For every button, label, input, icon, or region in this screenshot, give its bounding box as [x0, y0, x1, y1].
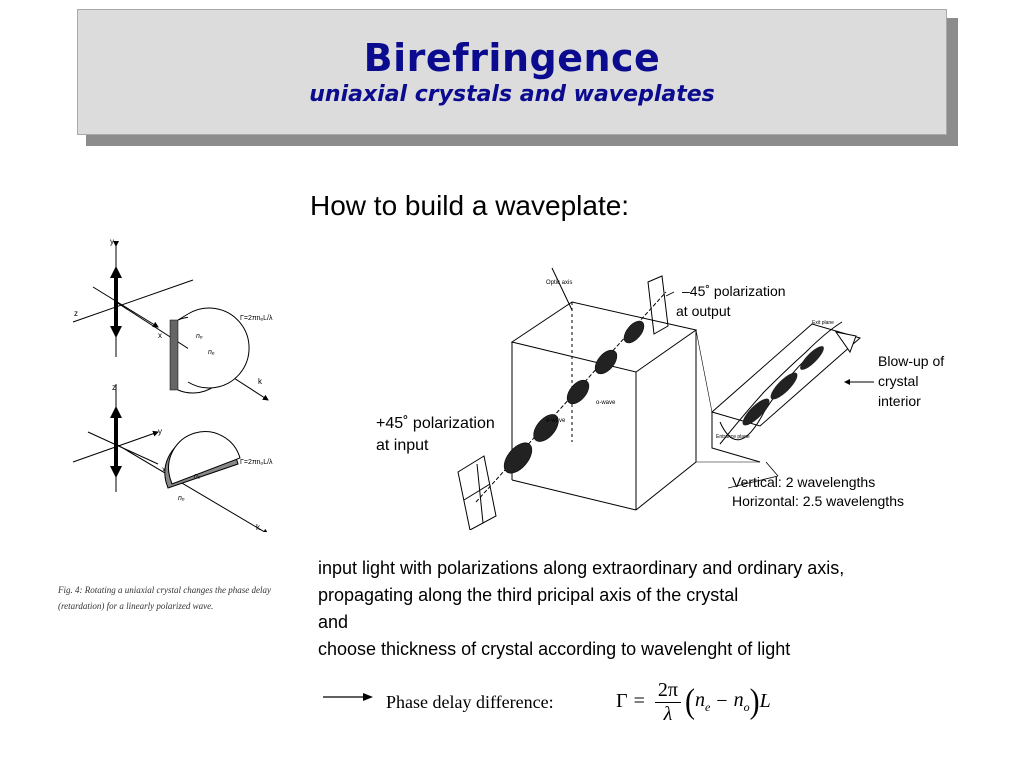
title-box: Birefringence uniaxial crystals and wave… — [77, 9, 947, 135]
body-line-3: and — [318, 612, 349, 632]
body-line-4: choose thickness of crystal according to… — [318, 639, 791, 659]
formula-n-e: ne — [694, 688, 711, 714]
output-polarizer — [647, 275, 669, 335]
formula-bottom: Γ=2πnₒL/λ — [240, 459, 273, 466]
formula-rparen: ) — [749, 681, 760, 720]
blowup-label-line2: crystal — [878, 373, 918, 389]
exit-plane-label: Exit plane — [812, 320, 834, 326]
formula-minus: − — [716, 690, 728, 712]
formula-n-o: no — [733, 688, 750, 714]
crystal-block — [510, 267, 698, 511]
axis-z-label-bottom: z — [112, 383, 116, 392]
figure-caption: Fig. 4: Rotating a uniaxial crystal chan… — [58, 585, 271, 612]
section-heading: How to build a waveplate: — [310, 190, 630, 221]
input-label-line2: at input — [376, 437, 429, 454]
formula-denominator: λ — [663, 703, 673, 725]
blowup-label-line1: Blow-up of — [878, 353, 944, 369]
phase-delay-formula: Γ = 2π λ ( ne − no ) L — [616, 678, 771, 725]
entrance-plane-label: Entrance plane — [716, 434, 750, 440]
formula-lparen: ( — [684, 681, 695, 720]
o-wave-label: o-wave — [596, 400, 616, 406]
bottom-diagram: z y x k nₑ nₒ Γ=2πnₒL/λ — [72, 383, 273, 532]
axis-x-label: x — [158, 331, 162, 340]
slide-title: Birefringence — [363, 36, 661, 80]
axis-y-label-bottom: y — [158, 427, 162, 436]
vertical-wavelengths-label: Vertical: 2 wavelengths — [732, 474, 875, 490]
axis-k-label: k — [258, 377, 263, 386]
formula-equals: = — [633, 690, 645, 712]
input-polarizer — [457, 455, 497, 530]
body-line-1: input light with polarizations along ext… — [318, 558, 845, 578]
output-label-line2: at output — [676, 303, 731, 319]
top-diagram: y z x k nₒ nₑ Γ=2πnₑL/λ — [72, 237, 273, 401]
arrow-icon — [323, 693, 373, 701]
blowup-waves — [742, 346, 824, 426]
input-label-line1: +45˚ polarization — [376, 415, 495, 432]
axis-y-label: y — [110, 237, 114, 246]
output-label-line1: –45˚ polarization — [682, 283, 786, 299]
formula-gamma: Γ — [616, 690, 628, 712]
label-no-bottom: nₒ — [178, 495, 185, 502]
blowup-label-line3: interior — [878, 393, 921, 409]
axis-x-label-bottom: x — [162, 465, 166, 474]
optic-axis-label: Optic axis — [546, 280, 572, 286]
formula-numerator: 2π — [654, 678, 681, 703]
axis-z-label: z — [74, 309, 78, 318]
axis-k-label-bottom: k — [256, 523, 261, 532]
wave-pattern — [503, 320, 645, 474]
waveplate-figure: Optic axis e-wave o-wave –45˚ polarizati… — [376, 267, 944, 530]
slide-subtitle: uniaxial crystals and waveplates — [309, 81, 715, 107]
e-wave-label: e-wave — [546, 418, 566, 424]
rotating-crystal-figure: y z x k nₒ nₑ Γ=2πnₑL/λ z y x k nₑ nₒ Γ=… — [72, 237, 273, 532]
label-ne-bottom: nₑ — [194, 473, 201, 480]
body-line-2: propagating along the third pricipal axi… — [318, 585, 739, 605]
formula-L: L — [759, 690, 771, 712]
body-text: input light with polarizations along ext… — [318, 555, 844, 663]
formula-top: Γ=2πnₑL/λ — [240, 315, 273, 322]
label-ne-top: nₑ — [208, 349, 215, 356]
horizontal-wavelengths-label: Horizontal: 2.5 wavelengths — [732, 493, 904, 509]
label-no-top: nₒ — [196, 333, 203, 340]
phase-delay-label: Phase delay difference: — [386, 692, 554, 712]
formula-fraction: 2π λ — [654, 678, 681, 725]
